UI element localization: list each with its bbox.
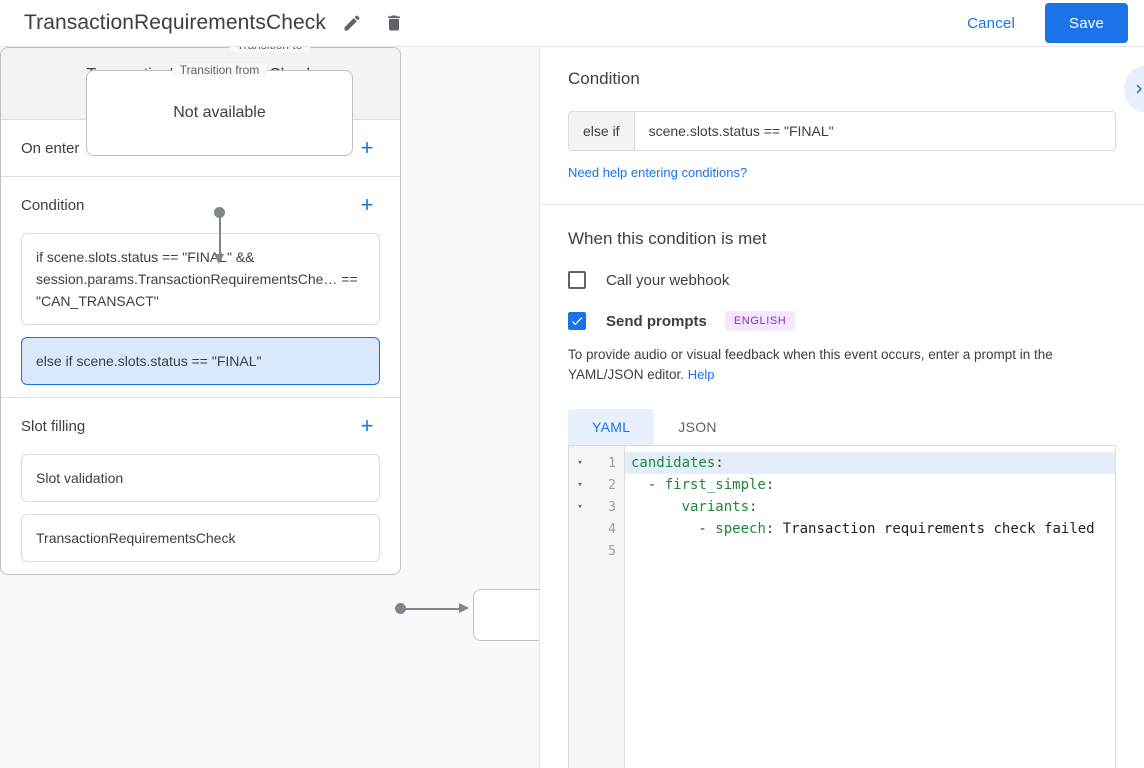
send-prompts-row[interactable]: Send prompts ENGLISH xyxy=(568,311,1116,331)
chevron-right-icon[interactable] xyxy=(1124,65,1144,113)
slot-validation-chip[interactable]: Slot validation xyxy=(21,454,380,502)
code-line[interactable] xyxy=(625,540,1115,562)
transition-to-legend: Transition to xyxy=(228,47,311,52)
cancel-button[interactable]: Cancel xyxy=(953,6,1029,41)
target-node[interactable] xyxy=(473,589,539,641)
connector-dot-condition xyxy=(395,603,406,614)
code-indent: - xyxy=(631,477,665,493)
line-number: 4 xyxy=(608,521,616,537)
code-line[interactable]: - speech: Transaction requirements check… xyxy=(625,518,1115,540)
gutter-row: ▾1 xyxy=(569,452,624,474)
tab-yaml[interactable]: YAML xyxy=(568,409,655,445)
condition-help-link[interactable]: Need help entering conditions? xyxy=(568,165,748,180)
gutter-row: ▾2 xyxy=(569,474,624,496)
code-key: first_simple xyxy=(664,477,766,493)
section-title-condition: Condition xyxy=(21,196,85,214)
connector-arrow-right xyxy=(459,603,469,613)
connector-arrow-down xyxy=(214,254,224,264)
app-header: TransactionRequirementsCheck Cancel Save xyxy=(0,0,1144,47)
code-line[interactable]: variants: xyxy=(625,496,1115,518)
section-title-on-enter: On enter xyxy=(21,139,80,157)
webhook-label: Call your webhook xyxy=(606,271,730,289)
condition-prefix-label: else if xyxy=(569,112,635,150)
connector-line-horizontal xyxy=(401,608,463,610)
line-number: 1 xyxy=(608,455,616,471)
transition-from-value: Not available xyxy=(173,104,266,121)
line-number: 3 xyxy=(608,499,616,515)
scene-section-condition: Condition + if scene.slots.status == "FI… xyxy=(1,177,400,398)
connector-dot-top xyxy=(214,207,225,218)
section-title-slot-filling: Slot filling xyxy=(21,417,86,435)
trash-icon-glyph xyxy=(388,15,400,31)
send-prompts-checkbox[interactable] xyxy=(568,312,586,330)
details-panel: Condition else if Need help entering con… xyxy=(540,47,1144,768)
scene-section-on-enter: On enter + xyxy=(1,120,400,177)
editor-code-area[interactable]: candidates: - first_simple: variants: - … xyxy=(625,446,1115,768)
editor-tabs: YAML JSON xyxy=(568,409,1116,445)
checkmark-icon xyxy=(571,317,583,326)
code-colon: : xyxy=(749,499,758,515)
webhook-row[interactable]: Call your webhook xyxy=(568,271,1116,289)
code-indent xyxy=(631,499,682,515)
code-colon: : xyxy=(765,477,775,493)
code-key: speech xyxy=(715,521,766,537)
add-condition-button[interactable]: + xyxy=(360,192,374,217)
fold-triangle-icon[interactable]: ▾ xyxy=(577,502,583,512)
prompts-help-link[interactable]: Help xyxy=(687,367,715,382)
slot-filling-chip[interactable]: TransactionRequirementsCheck xyxy=(21,514,380,562)
code-line[interactable]: candidates: xyxy=(625,452,1115,474)
code-colon: : xyxy=(715,455,724,471)
prompts-hint: To provide audio or visual feedback when… xyxy=(568,345,1116,385)
condition-expression-input[interactable] xyxy=(634,112,1115,150)
transition-from-node[interactable]: Transition from Not available xyxy=(86,63,353,156)
code-line[interactable]: - first_simple: xyxy=(625,474,1115,496)
save-button[interactable]: Save xyxy=(1045,3,1128,43)
flow-canvas: Transition from Not available Transition… xyxy=(0,47,540,768)
add-slot-filling-button[interactable]: + xyxy=(360,413,374,438)
code-key: variants xyxy=(681,499,750,515)
send-prompts-label: Send prompts xyxy=(606,312,707,330)
gutter-row: 4 xyxy=(569,518,624,540)
add-on-enter-button[interactable]: + xyxy=(360,135,374,160)
tab-json[interactable]: JSON xyxy=(678,419,717,435)
webhook-checkbox[interactable] xyxy=(568,271,586,289)
line-number: 2 xyxy=(608,477,616,493)
condition-chip-selected[interactable]: else if scene.slots.status == "FINAL" xyxy=(21,337,380,385)
code-value: Transaction requirements check failed xyxy=(774,521,1095,537)
chevron-right-icon-glyph xyxy=(1136,84,1142,94)
scene-section-slot-filling: Slot filling + Slot validation Transacti… xyxy=(1,398,400,562)
code-key: candidates xyxy=(631,455,716,471)
line-number: 5 xyxy=(608,543,616,559)
panel-condition-section: Condition else if Need help entering con… xyxy=(540,47,1144,205)
fold-triangle-icon[interactable]: ▾ xyxy=(577,480,583,490)
condition-chip[interactable]: if scene.slots.status == "FINAL" && sess… xyxy=(21,233,380,325)
pencil-icon-glyph xyxy=(344,15,360,31)
connector-line-vertical xyxy=(219,213,221,258)
prompts-hint-text: To provide audio or visual feedback when… xyxy=(568,347,1053,382)
code-colon: : xyxy=(765,521,775,537)
panel-condition-heading: Condition xyxy=(568,69,640,88)
pencil-icon[interactable] xyxy=(336,7,368,39)
condition-expression-row: else if xyxy=(568,111,1116,151)
section-head-on-enter: On enter + xyxy=(21,120,380,176)
transition-from-legend: Transition from xyxy=(171,63,268,77)
body-split: Transition from Not available Transition… xyxy=(0,47,1144,768)
page-title: TransactionRequirementsCheck xyxy=(24,11,326,34)
code-indent: - xyxy=(631,521,716,537)
language-badge: ENGLISH xyxy=(724,311,796,331)
when-met-heading: When this condition is met xyxy=(568,229,767,248)
trash-icon[interactable] xyxy=(378,7,410,39)
gutter-row: 5 xyxy=(569,540,624,562)
panel-when-met-section: When this condition is met Call your web… xyxy=(540,205,1144,403)
section-head-slot-filling: Slot filling + xyxy=(21,398,380,454)
gutter-row: ▾3 xyxy=(569,496,624,518)
section-head-condition: Condition + xyxy=(21,177,380,233)
fold-triangle-icon[interactable]: ▾ xyxy=(577,458,583,468)
